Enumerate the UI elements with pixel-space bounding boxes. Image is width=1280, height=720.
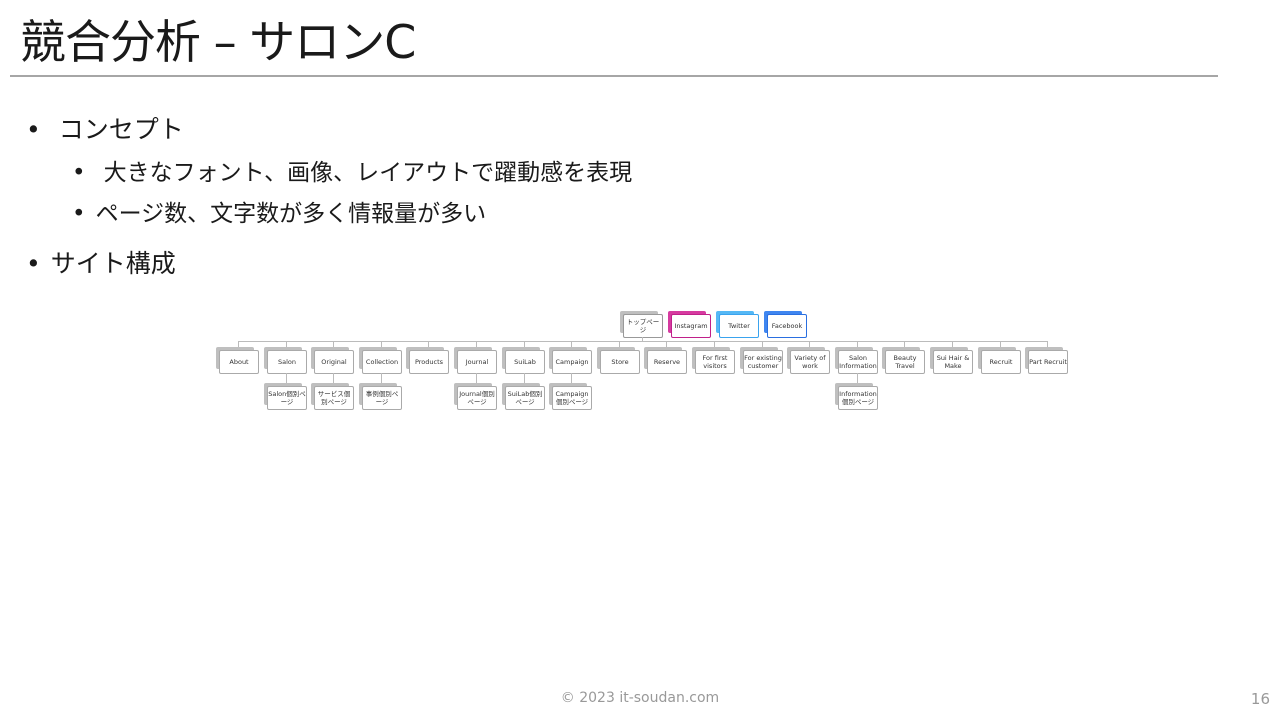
- node-label: Journal: [457, 350, 497, 374]
- node-label: Campaign個別ページ: [552, 386, 592, 410]
- node-label: Salon: [267, 350, 307, 374]
- connector-line: [238, 341, 239, 350]
- sitemap-node: Twitter: [716, 311, 759, 338]
- node-label: SuiLab個別ページ: [505, 386, 545, 410]
- bullet-text: コンセプト: [58, 115, 184, 144]
- page-number: 16: [1250, 690, 1270, 708]
- sitemap-node: For existing customer: [740, 347, 783, 374]
- node-label: About: [219, 350, 259, 374]
- sitemap-node: Campaign: [549, 347, 592, 374]
- connector-line: [762, 341, 763, 350]
- connector-line: [1047, 341, 1048, 350]
- connector-line: [333, 373, 334, 386]
- title-divider: [10, 75, 1218, 77]
- sitemap-node: Part Recruit: [1025, 347, 1068, 374]
- node-label: Recruit: [981, 350, 1021, 374]
- sitemap-node: Store: [597, 347, 640, 374]
- sitemap-node: トップページ: [620, 311, 663, 338]
- node-label: Part Recruit: [1028, 350, 1068, 374]
- sitemap-node: SuiLab個別ページ: [502, 383, 545, 410]
- node-label: 事例個別ページ: [362, 386, 402, 410]
- footer-copyright: © 2023 it-soudan.com: [560, 690, 720, 706]
- sub-bullet: •大きなフォント、画像、レイアウトで躍動感を表現: [72, 160, 633, 186]
- sitemap-node: Products: [406, 347, 449, 374]
- node-label: Twitter: [719, 314, 759, 338]
- connector-line: [642, 337, 643, 341]
- bullet-concept: •コンセプト: [26, 115, 184, 144]
- node-label: Variety of work: [790, 350, 830, 374]
- bullet-text: サイト構成: [50, 249, 176, 278]
- sitemap-node: Variety of work: [787, 347, 830, 374]
- sitemap-node: Salon: [264, 347, 307, 374]
- node-label: Original: [314, 350, 354, 374]
- sitemap-node: 事例個別ページ: [359, 383, 402, 410]
- bullet-text: 大きなフォント、画像、レイアウトで躍動感を表現: [103, 160, 633, 186]
- sub-bullet: •ページ数、文字数が多く情報量が多い: [72, 201, 487, 227]
- connector-line: [476, 373, 477, 386]
- node-label: For first visitors: [695, 350, 735, 374]
- connector-line: [952, 341, 953, 350]
- sitemap-node: Sui Hair & Make: [930, 347, 973, 374]
- connector-line: [333, 341, 334, 350]
- connector-line: [904, 341, 905, 350]
- connector-line: [809, 341, 810, 350]
- sitemap-node: Beauty Travel: [882, 347, 925, 374]
- bullet-text: ページ数、文字数が多く情報量が多い: [95, 201, 487, 227]
- node-label: サービス個別ページ: [314, 386, 354, 410]
- connector-line: [381, 341, 382, 350]
- connector-line: [286, 373, 287, 386]
- node-label: SuiLab: [505, 350, 545, 374]
- connector-line: [428, 341, 429, 350]
- sitemap-node: Journal個別ページ: [454, 383, 497, 410]
- sitemap-node: Instagram: [668, 311, 711, 338]
- node-label: Salon Information: [838, 350, 878, 374]
- sitemap-node: Information個別ページ: [835, 383, 878, 410]
- connector-line: [238, 341, 1048, 342]
- sitemap-node: About: [216, 347, 259, 374]
- connector-line: [571, 373, 572, 386]
- node-label: Journal個別ページ: [457, 386, 497, 410]
- sitemap-node: Salon Information: [835, 347, 878, 374]
- slide-title: 競合分析 – サロンC: [20, 15, 416, 69]
- sitemap-node: Salon個別ページ: [264, 383, 307, 410]
- connector-line: [1000, 341, 1001, 350]
- sitemap-node: For first visitors: [692, 347, 735, 374]
- sitemap-node: Collection: [359, 347, 402, 374]
- connector-line: [666, 341, 667, 350]
- node-label: Salon個別ページ: [267, 386, 307, 410]
- connector-line: [619, 341, 620, 350]
- sitemap-node: Facebook: [764, 311, 807, 338]
- node-label: Instagram: [671, 314, 711, 338]
- sitemap-node: Original: [311, 347, 354, 374]
- connector-line: [524, 341, 525, 350]
- sitemap-node: Recruit: [978, 347, 1021, 374]
- node-label: Beauty Travel: [885, 350, 925, 374]
- sitemap-node: Reserve: [644, 347, 687, 374]
- node-label: Reserve: [647, 350, 687, 374]
- sitemap-node: Journal: [454, 347, 497, 374]
- sitemap-node: サービス個別ページ: [311, 383, 354, 410]
- node-label: トップページ: [623, 314, 663, 338]
- node-label: Sui Hair & Make: [933, 350, 973, 374]
- node-label: Campaign: [552, 350, 592, 374]
- connector-line: [286, 341, 287, 350]
- connector-line: [714, 341, 715, 350]
- connector-line: [857, 341, 858, 350]
- node-label: Information個別ページ: [838, 386, 878, 410]
- node-label: For existing customer: [743, 350, 783, 374]
- node-label: Collection: [362, 350, 402, 374]
- bullet-site-structure: •サイト構成: [26, 249, 176, 278]
- node-label: Facebook: [767, 314, 807, 338]
- node-label: Products: [409, 350, 449, 374]
- connector-line: [857, 373, 858, 386]
- node-label: Store: [600, 350, 640, 374]
- sitemap-node: Campaign個別ページ: [549, 383, 592, 410]
- connector-line: [524, 373, 525, 386]
- connector-line: [571, 341, 572, 350]
- connector-line: [381, 373, 382, 386]
- sitemap-node: SuiLab: [502, 347, 545, 374]
- connector-line: [476, 341, 477, 350]
